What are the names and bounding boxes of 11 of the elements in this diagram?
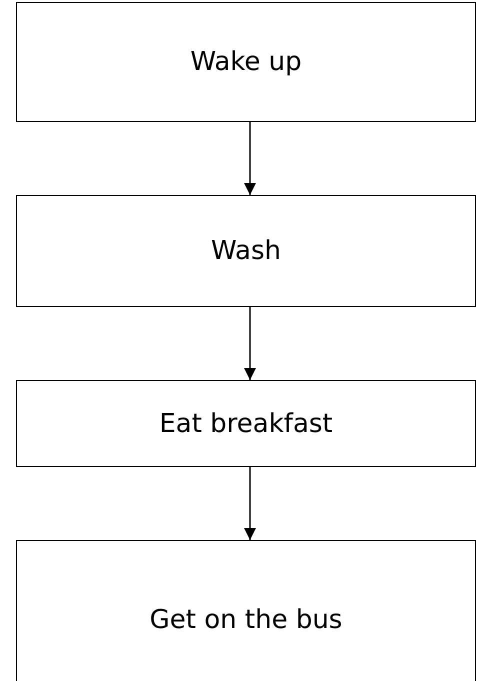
process-box xyxy=(16,195,476,307)
step-label: Eat breakfast xyxy=(159,408,333,438)
arrow xyxy=(244,307,256,380)
process-box xyxy=(16,380,476,467)
process-box xyxy=(16,2,476,122)
step-label: Wake up xyxy=(190,47,302,77)
step-label: Wash xyxy=(210,236,281,266)
step-label: Get on the bus xyxy=(150,605,342,635)
process-box xyxy=(16,540,476,681)
arrow xyxy=(244,122,256,195)
arrow xyxy=(244,467,256,540)
